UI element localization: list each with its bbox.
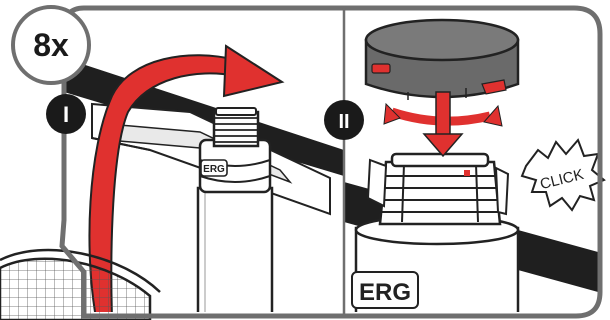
count-badge-text: 8x (33, 27, 69, 63)
alignment-marker (464, 170, 470, 176)
push-down-arrow (436, 92, 450, 140)
step-badge-2: II (324, 100, 364, 140)
brand-mark-small-text: ERG (203, 164, 225, 175)
count-badge: 8x (13, 7, 89, 83)
step-badge-1-text: I (63, 102, 69, 127)
step-badge-1: I (46, 94, 86, 134)
pole (198, 188, 272, 318)
step-badge-2-text: II (338, 111, 349, 133)
grey-cap (366, 20, 518, 100)
thread-connector (380, 162, 500, 224)
brand-mark-large-text: ERG (359, 279, 411, 306)
